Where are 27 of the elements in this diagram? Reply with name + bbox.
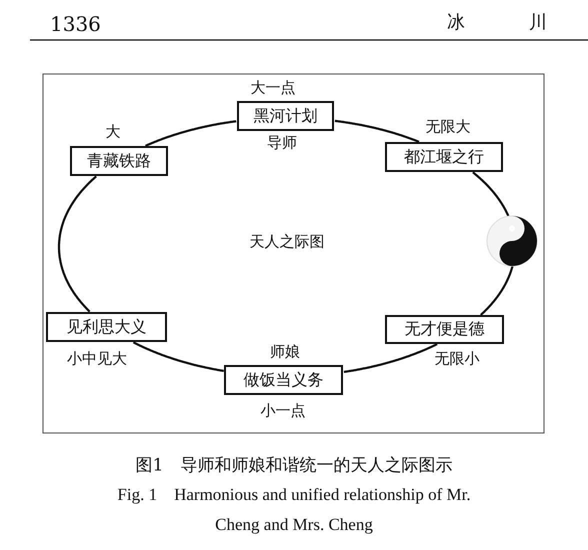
annotation-text: 小中见大 bbox=[67, 350, 127, 368]
ellipse-arc bbox=[480, 266, 514, 316]
yin-yang-symbol bbox=[486, 216, 538, 266]
center-text: 天人之际图 bbox=[250, 232, 324, 252]
annotation-text: 导师 bbox=[267, 134, 297, 152]
ellipse-arc bbox=[132, 341, 224, 372]
annotation-text: 师娘 bbox=[270, 342, 300, 362]
caption-text: 图1 导师和师娘和谐统一的天人之际图示 bbox=[136, 454, 452, 476]
annotation-text: 大一点 bbox=[250, 78, 296, 98]
journal-title: 冰川 bbox=[447, 11, 547, 34]
annotation-text: 大 bbox=[106, 122, 120, 142]
text-box: 青藏铁路 bbox=[70, 146, 168, 176]
ellipse-arc bbox=[472, 171, 510, 217]
annotation-text: 无限小 bbox=[434, 350, 480, 368]
text-box: 无才便是德 bbox=[385, 315, 504, 344]
annotation-text: 小一点 bbox=[260, 402, 306, 420]
caption-text: Fig. 1 Harmonious and unified relationship of Mr. Cheng and Mrs. Cheng bbox=[116, 484, 472, 536]
ellipse-arc bbox=[145, 120, 236, 147]
page-number: 1336 bbox=[50, 12, 101, 36]
annotation-text: 无限大 bbox=[426, 118, 470, 136]
text-box: 做饭当义务 bbox=[224, 365, 343, 395]
ellipse-arc bbox=[58, 176, 97, 312]
text-box: 见利思大义 bbox=[46, 312, 167, 342]
text-box: 都江堰之行 bbox=[385, 142, 503, 172]
ellipse-arc bbox=[344, 343, 438, 373]
ellipse-arc bbox=[334, 120, 420, 143]
text-box: 黑河计划 bbox=[237, 101, 334, 131]
